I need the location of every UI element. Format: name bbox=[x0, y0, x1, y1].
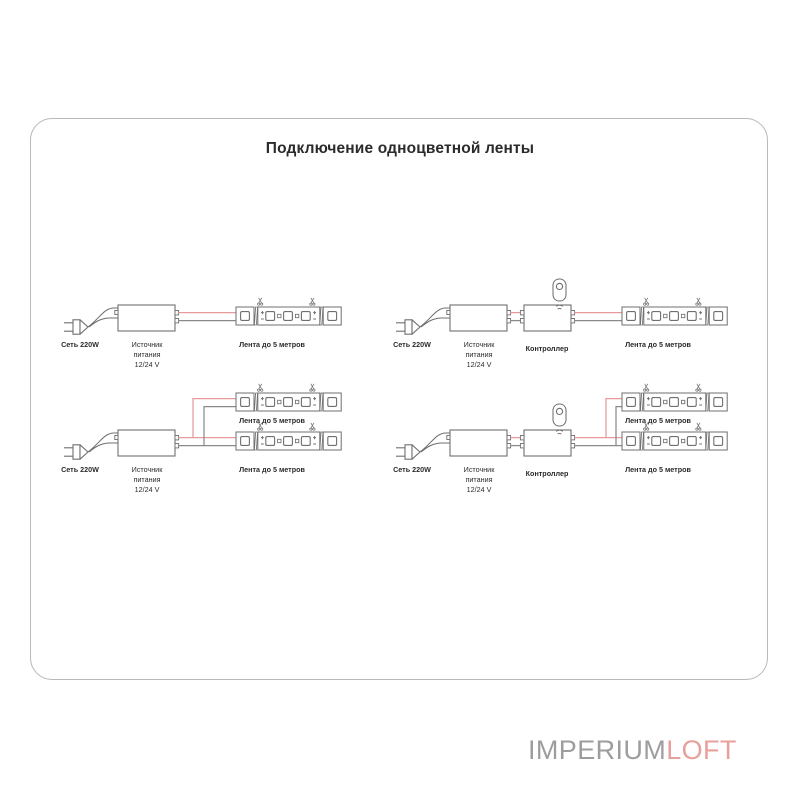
diagram-1-psu-label-line1: Источник bbox=[131, 340, 163, 349]
diagram-1-psu-label-line2: питания bbox=[133, 350, 161, 359]
diagram-1-strip-label: Лента до 5 метров bbox=[239, 340, 305, 349]
diagram-1-psu-label-line3: 12/24 V bbox=[134, 360, 160, 369]
brand-watermark-loft: LOFT bbox=[666, 735, 737, 765]
diagram-2-strip-label: Лента до 5 метров bbox=[625, 340, 691, 349]
diagram-4-strip-label-bottom: Лента до 5 метров bbox=[625, 465, 691, 474]
brand-watermark: IMPERIUMLOFT bbox=[528, 735, 737, 766]
diagram-4-strip-label-top: Лента до 5 метров bbox=[625, 416, 691, 425]
diagram-3-strip-label-bottom: Лента до 5 метров bbox=[239, 465, 305, 474]
page-title: Подключение одноцветной ленты bbox=[265, 140, 535, 157]
diagram-3-strip-label-top: Лента до 5 метров bbox=[239, 416, 305, 425]
diagram-3-psu-label-line3: 12/24 V bbox=[134, 485, 160, 494]
diagram-4-mains-label: Сеть 220W bbox=[393, 465, 431, 474]
diagram-2-controller-label: Контроллер bbox=[525, 344, 569, 353]
diagram-2-psu-label-line3: 12/24 V bbox=[466, 360, 492, 369]
diagram-4-controller-label: Контроллер bbox=[525, 469, 569, 478]
diagram-2-mains-label: Сеть 220W bbox=[393, 340, 431, 349]
diagram-2-psu-label-line1: Источник bbox=[463, 340, 495, 349]
diagram-4-psu-label-line1: Источник bbox=[463, 465, 495, 474]
diagram-3-mains-label: Сеть 220W bbox=[61, 465, 99, 474]
diagram-1-mains-label: Сеть 220W bbox=[61, 340, 99, 349]
brand-watermark-imperium: IMPERIUM bbox=[528, 735, 667, 765]
diagram-3-psu-label-line1: Источник bbox=[131, 465, 163, 474]
diagram-4-psu-label-line2: питания bbox=[465, 475, 493, 484]
diagram-4-psu-label-line3: 12/24 V bbox=[466, 485, 492, 494]
diagram-3-psu-label-line2: питания bbox=[133, 475, 161, 484]
diagram-2-psu-label-line2: питания bbox=[465, 350, 493, 359]
content-frame bbox=[30, 118, 768, 680]
